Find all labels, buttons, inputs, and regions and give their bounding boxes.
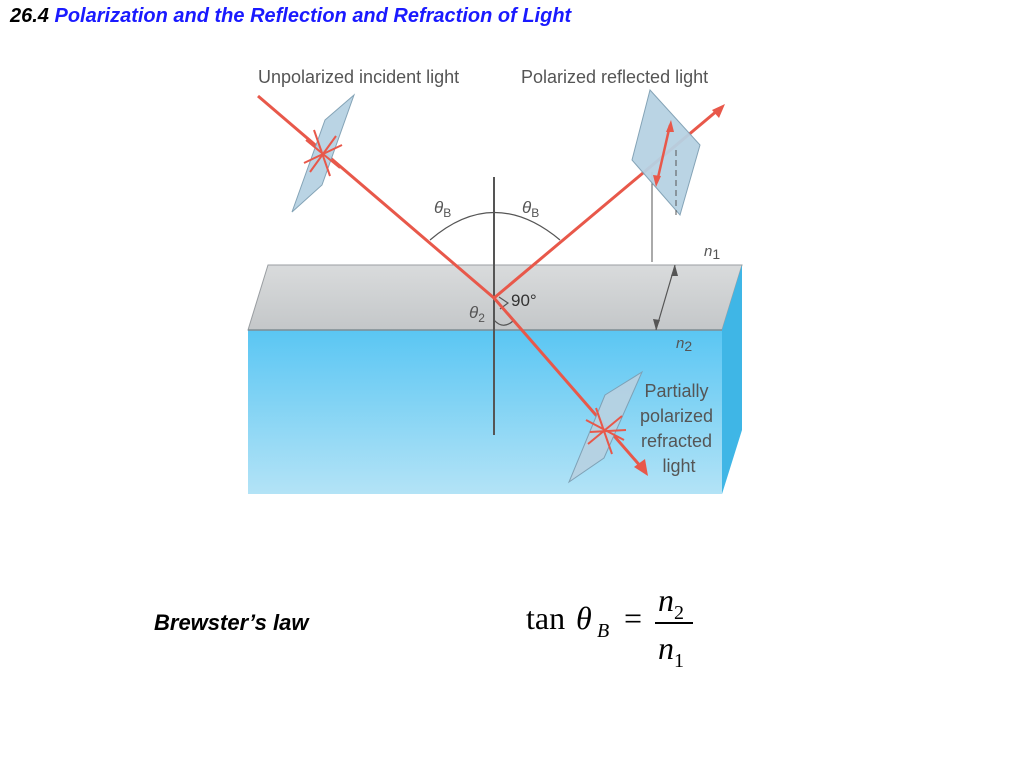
water-side-face — [722, 265, 742, 494]
brewster-law-label: Brewster’s law — [154, 610, 309, 635]
slide-title: 26.4 Polarization and the Reflection and… — [10, 5, 571, 28]
formula-numerator: n2 — [658, 582, 684, 624]
refracted-ray — [492, 297, 644, 469]
formula-tan: tan — [526, 600, 566, 636]
incident-label: Unpolarized incident light — [258, 67, 459, 87]
refracted-label-line-2: polarized — [640, 406, 713, 426]
section-title: Polarization and the Reflection and Refr… — [54, 5, 572, 27]
theta-b-left: θB — [434, 198, 451, 220]
theta-b-right: θB — [522, 198, 539, 220]
incident-polarizer — [291, 93, 356, 213]
n1-label: n1 — [704, 243, 720, 262]
refracted-label: Partially polarized refracted light — [640, 381, 718, 476]
refracted-label-line-4: light — [662, 456, 695, 476]
theta2-arc — [493, 319, 514, 326]
refracted-label-line-1: Partially — [644, 381, 708, 401]
angle-arc — [429, 212, 561, 241]
theta-2: θ2 — [469, 303, 485, 325]
formula-theta: θ — [576, 600, 592, 636]
refracted-label-line-3: refracted — [641, 431, 712, 451]
right-angle-label: 90° — [511, 291, 537, 310]
reflected-polarizer — [631, 88, 701, 217]
formula-theta-sub: B — [597, 620, 610, 642]
refracted-polarizer — [567, 370, 644, 484]
formula-denominator: n1 — [658, 630, 684, 672]
section-number: 26.4 — [10, 5, 49, 27]
incident-ray — [257, 94, 495, 300]
n2-label: n2 — [676, 335, 692, 354]
brewster-formula: tan θ B = n2 n1 — [520, 582, 720, 682]
brewster-diagram: Unpolarized incident light Polarized ref… — [247, 67, 743, 494]
reflected-label: Polarized reflected light — [521, 67, 708, 87]
formula-equals: = — [624, 600, 643, 636]
formula-fraction-bar — [655, 622, 693, 624]
